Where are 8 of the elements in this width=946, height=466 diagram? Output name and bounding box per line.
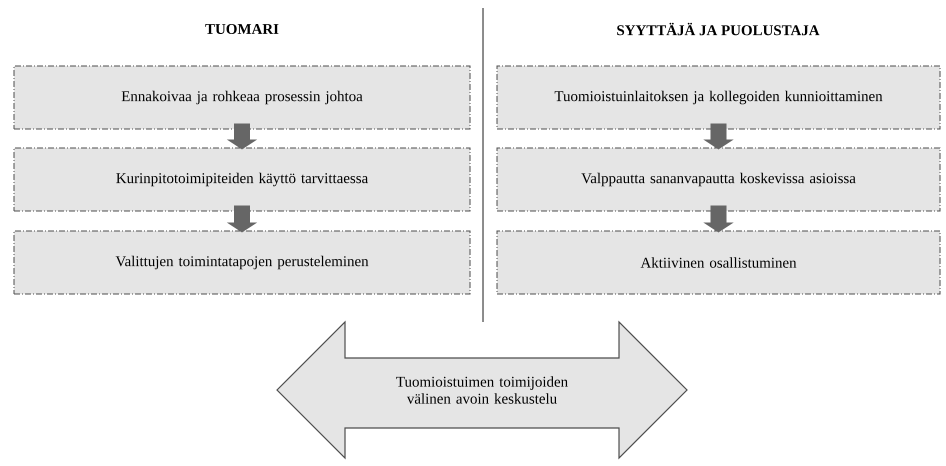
process-box: Aktiivinen osallistuminen	[496, 230, 940, 294]
process-box: Kurinpitotoimipiteiden käyttö tarvittaessa	[14, 148, 470, 212]
process-box: Valppautta sananvapautta koskevissa asioissa	[496, 148, 940, 212]
column-heading: SYYTTÄJÄ JA PUOLUSTAJA	[617, 22, 820, 36]
process-box: Tuomioistuinlaitoksen ja kollegoiden kunnioittaminen	[496, 66, 940, 130]
process-box: Valittujen toimintatapojen perusteleminen	[14, 230, 470, 294]
column-heading: TUOMARI	[205, 24, 278, 34]
process-box: Ennakoivaa ja rohkeaa prosessin johtoa	[14, 66, 470, 130]
